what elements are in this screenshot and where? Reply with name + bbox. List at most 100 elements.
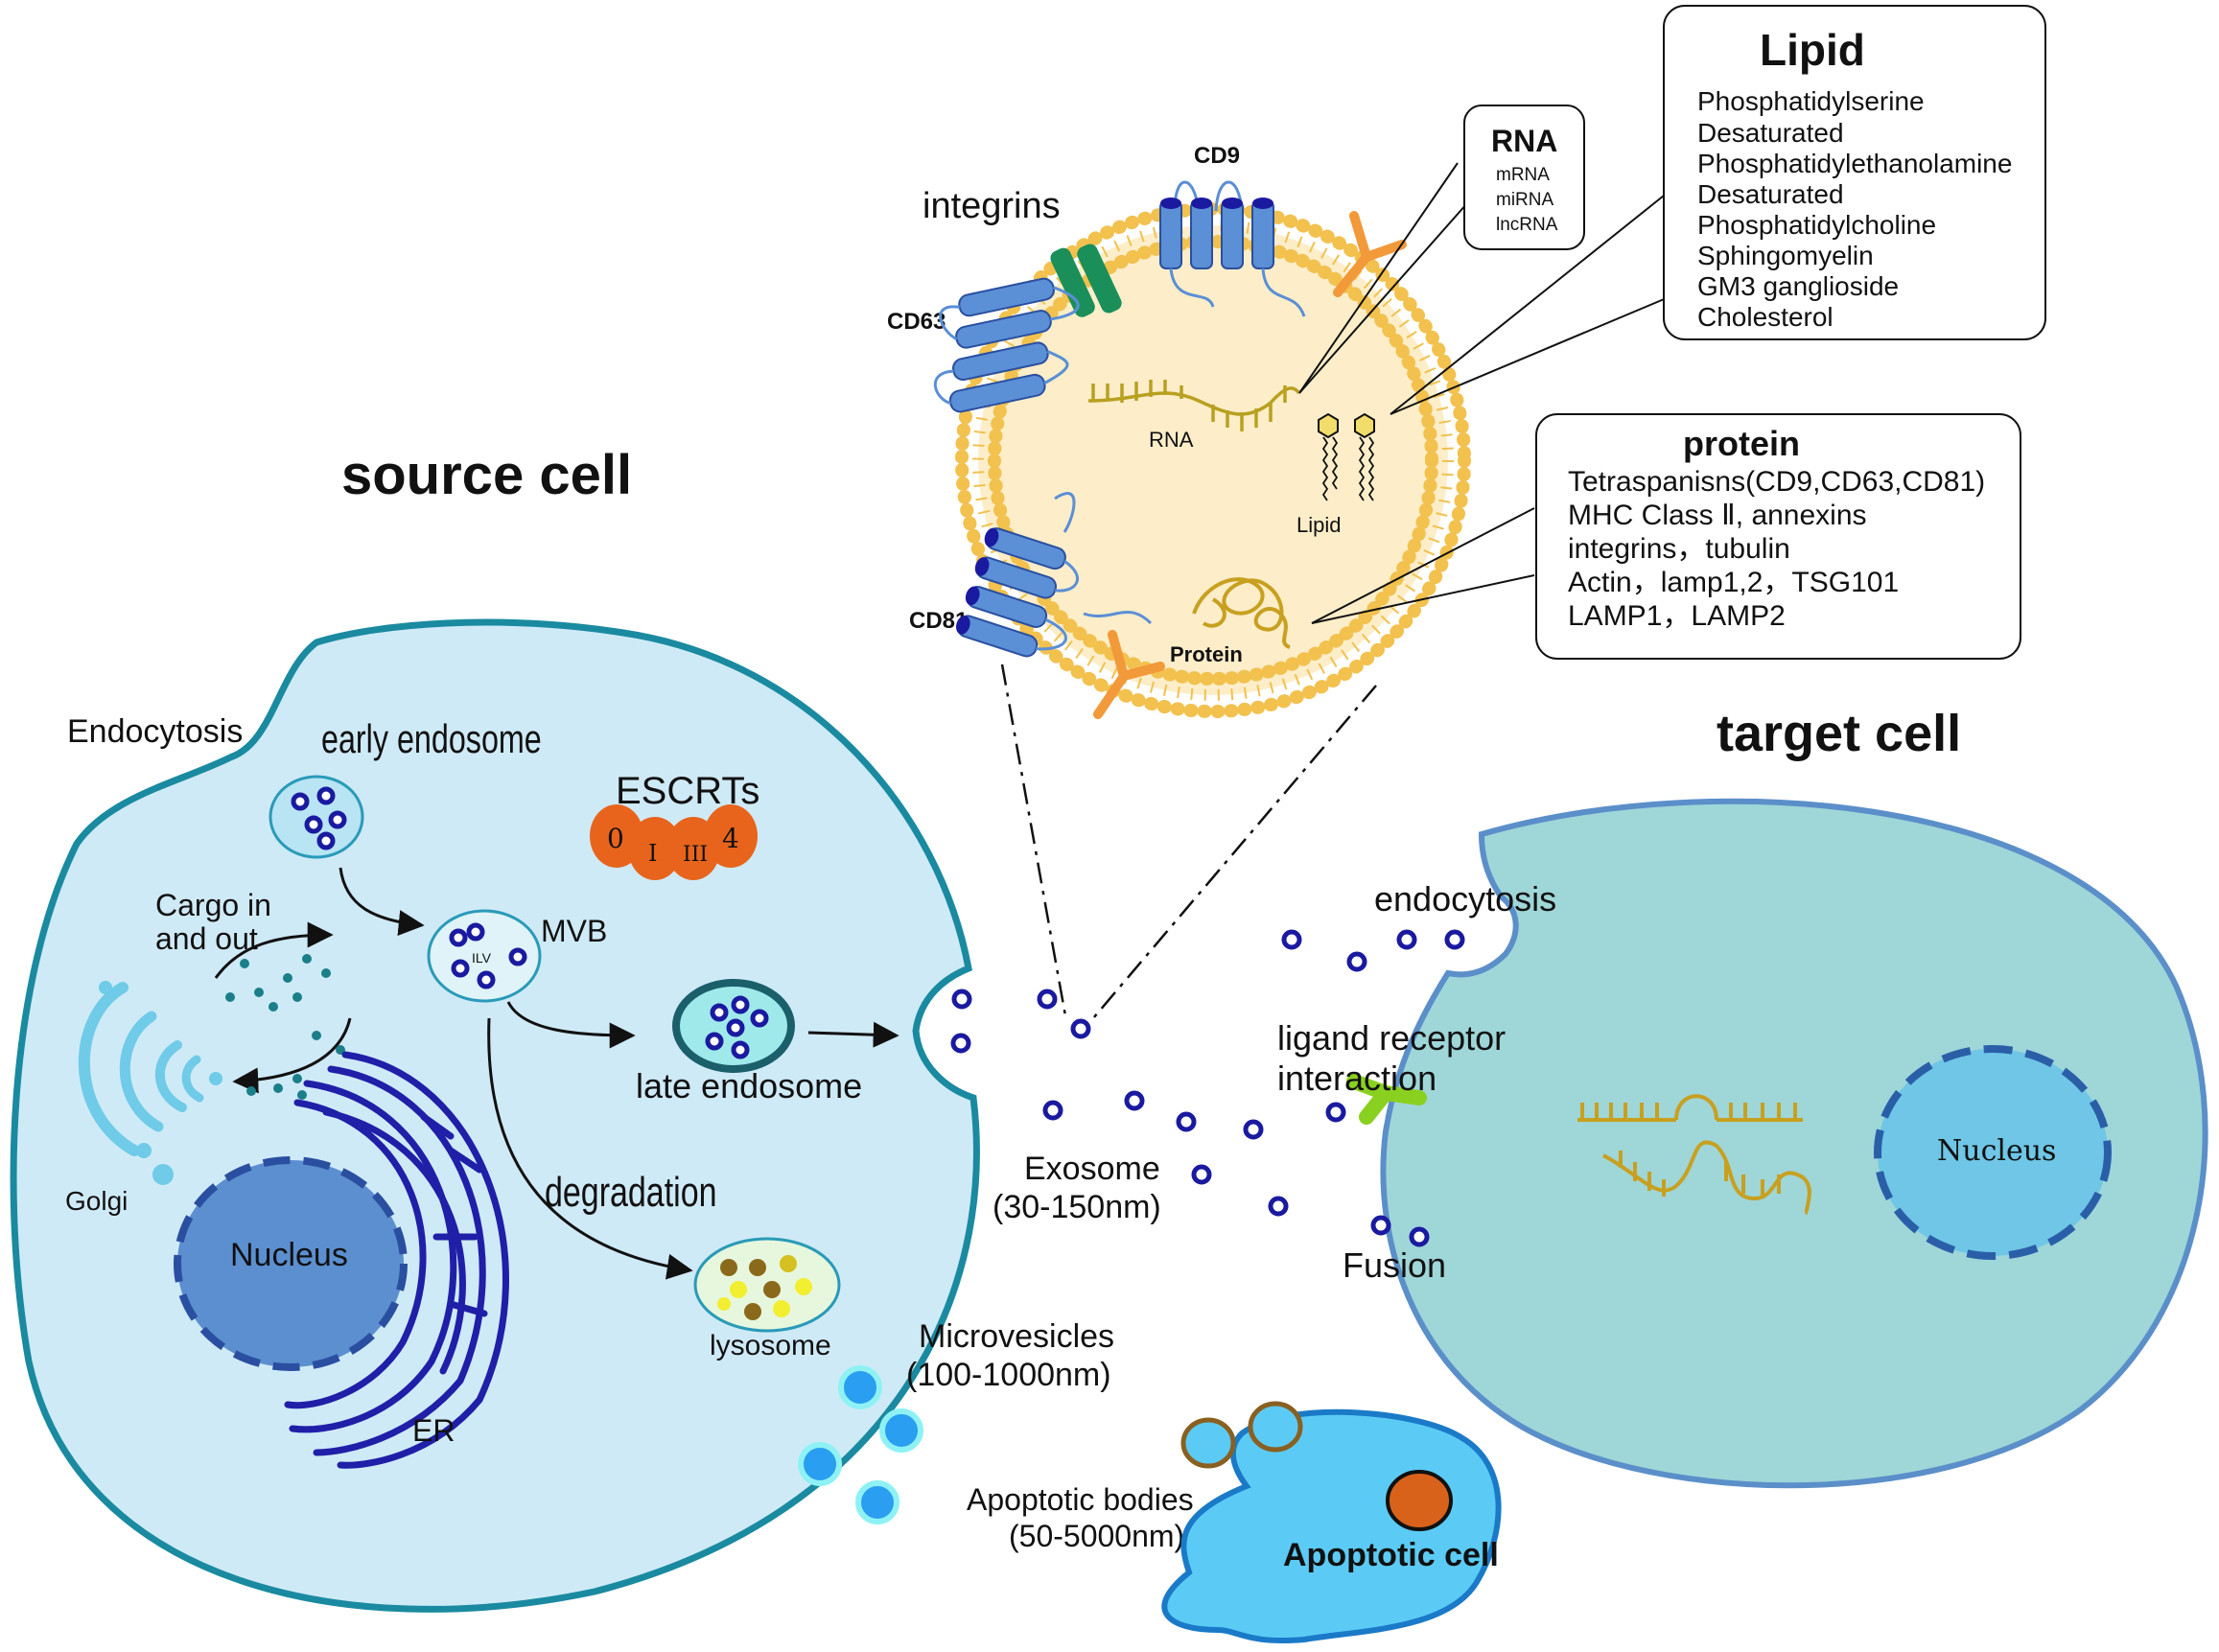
ilv-vesicle	[293, 795, 307, 808]
apoptotic-cell-label: Apoptotic cell	[1283, 1537, 1499, 1573]
zoom-line-left	[1000, 663, 1068, 1022]
lipid-box-item: Cholesterol	[1697, 302, 1834, 332]
microvesicles-size: (100-1000nm)	[906, 1357, 1111, 1393]
protein-box-title: protein	[1683, 424, 1800, 463]
fusion-label: Fusion	[1343, 1245, 1446, 1285]
cd81-loop	[1054, 492, 1153, 625]
cargo-label-1: Cargo in	[155, 888, 271, 922]
ilv-vesicle	[729, 1021, 742, 1035]
cd63-label: CD63	[887, 309, 946, 335]
target-rna	[1577, 1094, 1811, 1215]
lipid-callout-line-2	[1390, 296, 1670, 415]
ilv-vesicle	[331, 813, 344, 826]
inner-protein	[1192, 577, 1291, 649]
protein-callout-box	[1535, 413, 2021, 660]
lysosome-label: lysosome	[710, 1330, 831, 1361]
mvb-to-late-arrow	[506, 1001, 636, 1049]
mvb-to-lysosome-arrow	[487, 1017, 693, 1280]
cargo-out-arrow	[214, 921, 334, 979]
lipid-box-item: Desaturated	[1697, 118, 1844, 148]
cd9-tetraspanin	[1159, 180, 1306, 317]
inner-rna	[1087, 380, 1301, 431]
rna-inner-label: RNA	[1149, 428, 1194, 452]
source-cell-title: source cell	[341, 444, 632, 506]
ilv-vesicle	[708, 1035, 721, 1048]
endocytosis-target-label: endocytosis	[1374, 879, 1556, 919]
source-nucleus	[174, 1156, 408, 1371]
ilv-vesicle	[319, 834, 333, 848]
ilv-vesicle	[452, 931, 465, 944]
late-to-membrane-arrow	[807, 1021, 899, 1048]
ilv-label: ILV	[472, 950, 492, 966]
integrins-label: integrins	[923, 186, 1061, 226]
apoptotic-cell	[1161, 1408, 1502, 1643]
lipid-box-item: Phosphatidylserine	[1697, 86, 1925, 116]
mvb-label: MVB	[541, 914, 607, 948]
rna-callout-line	[1298, 162, 1459, 394]
exosome-size: (30-150nm)	[993, 1189, 1161, 1225]
ilv-vesicle	[511, 950, 525, 964]
golgi	[78, 981, 222, 1185]
lipid-box-item: GM3 ganglioside	[1697, 271, 1899, 301]
target-nucleus	[1874, 1045, 2112, 1260]
rna-box-item: lncRNA	[1496, 215, 1558, 235]
lipid-box-item: Phosphatidylethanolamine	[1697, 149, 2012, 178]
rna-box-item: miRNA	[1496, 190, 1553, 210]
ilv-vesicle	[307, 818, 320, 831]
microvesicles-label: Microvesicles	[919, 1318, 1114, 1355]
cargo-in-arrow	[232, 1017, 352, 1094]
lipid-callout-box	[1663, 5, 2046, 340]
svg-text:0: 0	[607, 823, 624, 854]
exosome-label: Exosome	[1024, 1151, 1160, 1187]
cd9-label: CD9	[1194, 143, 1240, 169]
lipid-box-item: Sphingomyelin	[1697, 241, 1874, 270]
source-nucleus-label: Nucleus	[230, 1237, 348, 1273]
target-cell-membrane	[1380, 798, 2208, 1489]
ilv-vesicle	[319, 789, 333, 803]
lipid-box-item: Desaturated	[1697, 179, 1844, 209]
protein-callout-line	[1311, 507, 1535, 624]
escrt-complex: 0 I III 4	[590, 804, 758, 880]
apoptotic-nucleus	[1386, 1470, 1453, 1531]
cd63-tetraspanin	[933, 277, 1080, 413]
cd81-tetraspanin	[956, 527, 1079, 658]
protein-box-item: integrins，tubulin	[1568, 533, 1790, 565]
apoptotic-bodies-size: (50-5000nm)	[1009, 1519, 1184, 1553]
rna-box-item: mRNA	[1496, 165, 1550, 185]
cargo-label-2: and out	[155, 921, 258, 956]
apoptotic-bodies	[1180, 1401, 1303, 1469]
svg-text:I: I	[648, 840, 657, 867]
svg-text:III: III	[683, 843, 708, 867]
golgi-label: Golgi	[65, 1186, 128, 1216]
protein-box-item: Tetraspanisns(CD9,CD63,CD81)	[1568, 466, 1985, 498]
protein-box-item: LAMP1，LAMP2	[1568, 600, 1786, 632]
ligand-label-1: ligand receptor	[1277, 1018, 1506, 1058]
rna-box-title: RNA	[1491, 124, 1557, 158]
target-cell-title: target cell	[1717, 705, 1961, 762]
lipid-callout-line	[1390, 172, 1693, 415]
integrin-protein	[1050, 244, 1122, 317]
ilv-vesicle	[454, 962, 467, 975]
rna-callout-box	[1463, 105, 1585, 250]
zoom-line-right	[1092, 685, 1377, 1019]
lipid-box-title: Lipid	[1760, 25, 1865, 75]
ilv-vesicle	[479, 973, 493, 987]
apoptotic-bodies-label: Apoptotic bodies	[967, 1482, 1194, 1517]
ilv-vesicle	[469, 925, 482, 939]
cargo-dots	[225, 954, 345, 1100]
ligand-label-2: interaction	[1277, 1059, 1437, 1098]
y-receptor	[1093, 211, 1407, 719]
rna-callout-line-2	[1298, 186, 1483, 394]
svg-text:4: 4	[722, 823, 739, 854]
ilv-vesicle	[734, 998, 747, 1012]
inner-lipid	[1318, 412, 1375, 501]
protein-box-item: Actin，lamp1,2，TSG101	[1568, 567, 1899, 598]
early-to-mvb-arrow	[339, 867, 425, 937]
target-nucleus-label: Nucleus	[1937, 1134, 2056, 1168]
protein-inner-label: Protein	[1170, 642, 1243, 666]
lipid-inner-label: Lipid	[1296, 513, 1341, 537]
er	[284, 1051, 509, 1469]
microvesicles	[798, 1365, 923, 1524]
ilv-vesicle	[734, 1043, 747, 1057]
